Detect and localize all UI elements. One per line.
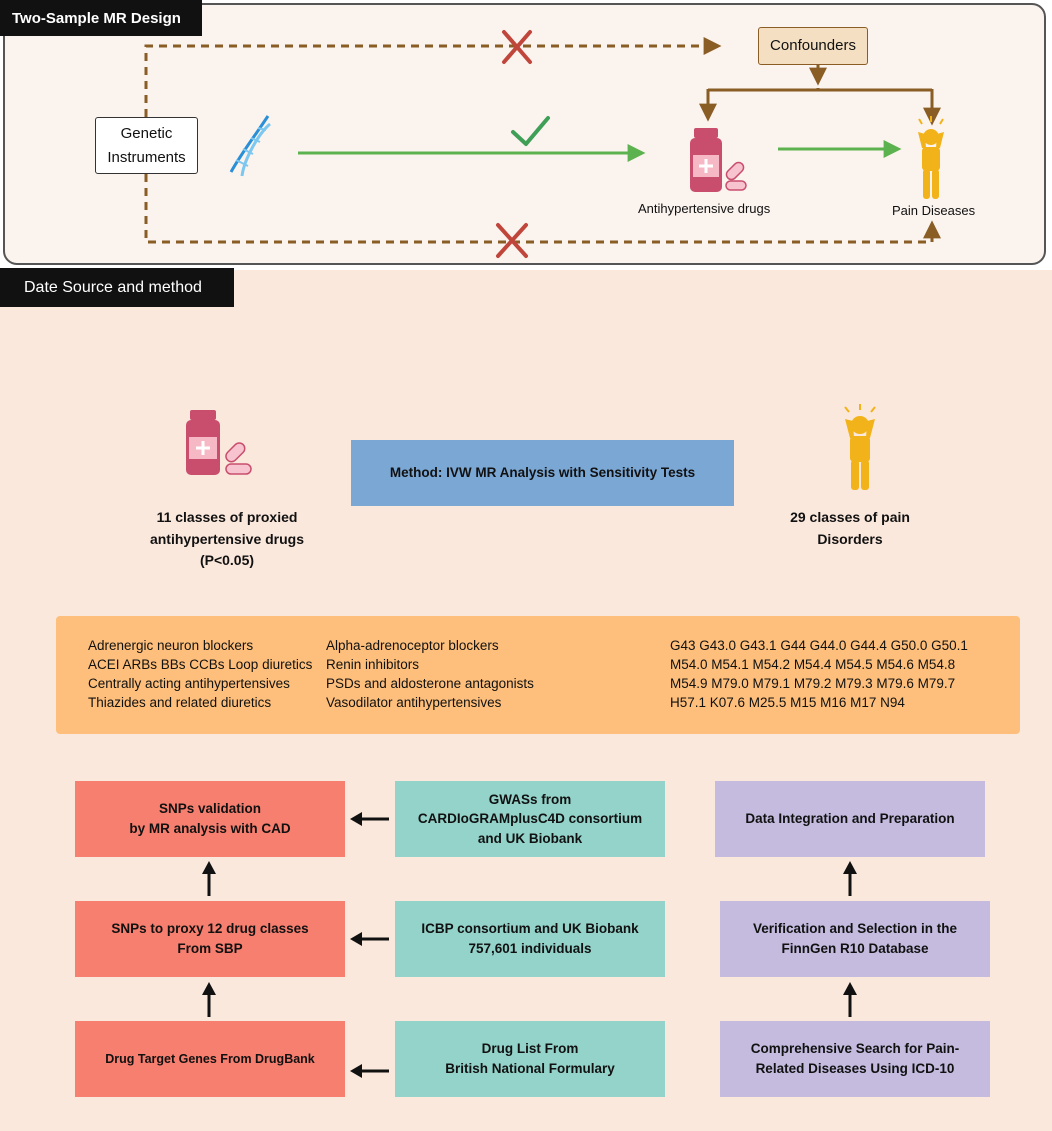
flow-arrows <box>202 812 857 1078</box>
drug-bottle-icon <box>690 128 722 192</box>
box-line: 757,601 individuals <box>468 941 592 956</box>
box-line: SNPs validation <box>158 801 261 817</box>
genetic-label-2: Instruments <box>107 148 186 166</box>
check-icon <box>511 116 550 146</box>
pill-icon <box>225 442 252 475</box>
drug-target-genes-box: Drug Target Genes From DrugBank <box>75 1021 345 1097</box>
box-line: ICBP consortium and UK Biobank <box>421 921 639 937</box>
data-integration-box: Data Integration and Preparation <box>715 781 985 857</box>
drug-bottle-icon <box>186 410 220 475</box>
icd10-search-box: Comprehensive Search for Pain- Related Di… <box>720 1021 990 1097</box>
icd-code-line: M54.9 M79.0 M79.1 M79.2 M79.3 M79.6 M79.… <box>670 676 956 691</box>
section-title-mr-design: Two-Sample MR Design <box>0 0 202 36</box>
box-line: From SBP <box>177 941 243 956</box>
drug-class-item: Centrally acting antihypertensives <box>88 676 290 691</box>
drugs-caption-line: antihypertensive drugs <box>149 530 305 547</box>
confounder-arrows <box>699 65 941 126</box>
box-line: Data Integration and Preparation <box>745 811 955 827</box>
dna-icon <box>229 115 272 177</box>
box-line: British National Formulary <box>445 1061 615 1076</box>
pain-person-icon <box>918 116 944 199</box>
drugs-caption-line: (P<0.05) <box>199 552 255 569</box>
genetic-label-1: Genetic <box>120 124 173 142</box>
drug-class-item: Adrenergic neuron blockers <box>88 638 254 653</box>
confounders-box: Confounders <box>758 27 868 65</box>
snp-validation-box: SNPs validation by MR analysis with CAD <box>75 781 345 857</box>
box-line: GWASs from <box>488 791 572 807</box>
drug-label: Antihypertensive drugs <box>638 201 771 216</box>
pain-person-icon <box>844 404 876 490</box>
drug-class-item: Renin inhibitors <box>326 657 420 672</box>
box-line: Drug List From <box>481 1041 579 1057</box>
pain-caption-line: Disorders <box>817 530 883 547</box>
drug-class-item: Vasodilator antihypertensives <box>326 695 502 710</box>
drug-class-item: ACEI ARBs BBs CCBs Loop diuretics <box>88 657 313 672</box>
box-line: Verification and Selection in the <box>752 921 958 937</box>
dashed-path-to-confounders <box>144 37 722 117</box>
box-line: Drug Target Genes From DrugBank <box>105 1051 315 1066</box>
box-line: and UK Biobank <box>477 830 583 846</box>
icd-code-line: H57.1 K07.6 M25.5 M15 M16 M17 N94 <box>670 695 905 710</box>
dashed-path-to-pain <box>144 174 941 244</box>
drug-class-item: PSDs and aldosterone antagonists <box>326 676 534 691</box>
box-line: CARDIoGRAMplusC4D consortium <box>417 811 643 827</box>
pain-caption: 29 classes of pain Disorders <box>770 507 930 550</box>
icd-code-line: M54.0 M54.1 M54.2 M54.4 M54.5 M54.6 M54.… <box>670 657 956 672</box>
section-title-data-source: Date Source and method <box>0 268 234 307</box>
box-line: Related Diseases Using ICD-10 <box>755 1061 955 1076</box>
classes-codes-box: Adrenergic neuron blockers ACEI ARBs BBs… <box>56 616 1020 734</box>
box-line: SNPs to proxy 12 drug classes <box>111 921 309 937</box>
pain-label: Pain Diseases <box>892 203 976 218</box>
method-box: Method: IVW MR Analysis with Sensitivity… <box>351 440 734 506</box>
drugs-caption-line: 11 classes of proxied <box>156 509 298 525</box>
icbp-source-box: ICBP consortium and UK Biobank 757,601 in… <box>395 901 665 977</box>
box-line: Comprehensive Search for Pain- <box>750 1041 960 1057</box>
box-line: by MR analysis with CAD <box>129 821 291 836</box>
icd-code-line: G43 G43.0 G43.1 G44 G44.0 G44.4 G50.0 G5… <box>670 638 968 653</box>
cross-icon <box>502 30 532 64</box>
drugs-caption: 11 classes of proxied antihypertensive d… <box>112 507 342 572</box>
cross-icon <box>496 223 528 258</box>
drug-class-item: Alpha-adrenoceptor blockers <box>326 638 499 653</box>
pain-caption-line: 29 classes of pain <box>790 509 910 525</box>
drug-class-item: Thiazides and related diuretics <box>88 695 272 710</box>
pill-icon <box>725 161 747 191</box>
box-line: FinnGen R10 Database <box>781 941 929 956</box>
